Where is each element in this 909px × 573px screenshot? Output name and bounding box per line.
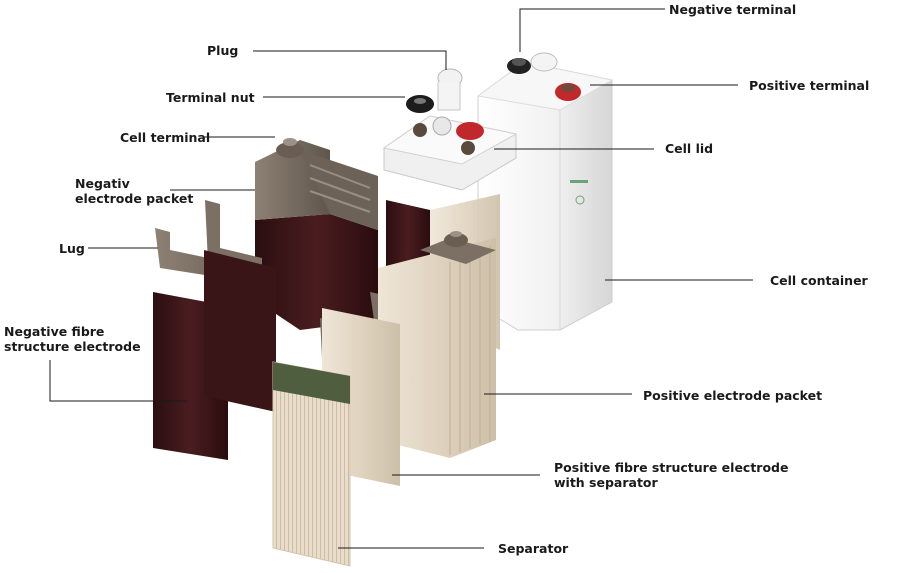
- label-negative-electrode-packet-line2: electrode packet: [75, 191, 194, 206]
- leader-lines: [49, 8, 753, 549]
- label-positive-fibre-structure-electrode: Positive fibre structure electrode with …: [554, 460, 788, 490]
- container-positive-terminal: [555, 83, 581, 101]
- label-terminal-nut: Terminal nut: [166, 90, 255, 105]
- label-negative-fibre-line1: Negative fibre: [4, 324, 105, 339]
- label-negative-electrode-packet: Negativ electrode packet: [75, 176, 193, 206]
- label-negative-fibre-structure-electrode: Negative fibre structure electrode: [4, 324, 141, 354]
- label-lug: Lug: [59, 241, 85, 256]
- leader-negative-terminal: [519, 8, 665, 52]
- label-negative-fibre-line2: structure electrode: [4, 339, 141, 354]
- label-separator: Separator: [498, 541, 569, 556]
- label-positive-terminal: Positive terminal: [749, 78, 870, 93]
- label-negative-electrode-packet-line1: Negativ: [75, 176, 130, 191]
- negative-electrode-packet: [255, 138, 378, 330]
- cell-container: [476, 61, 614, 331]
- container-negative-terminal: [507, 58, 531, 74]
- label-negative-terminal: Negative terminal: [669, 2, 797, 17]
- label-cell-container: Cell container: [770, 273, 868, 288]
- cell-lid: [382, 68, 518, 191]
- label-positive-fibre-line1: Positive fibre structure electrode: [554, 460, 789, 475]
- label-cell-terminal: Cell terminal: [120, 130, 211, 145]
- container-plug: [530, 52, 558, 72]
- positive-electrode-packet: [378, 231, 496, 458]
- leader-plug: [253, 50, 447, 70]
- label-positive-electrode-packet: Positive electrode packet: [643, 388, 823, 403]
- label-positive-fibre-line2: with separator: [554, 475, 658, 490]
- separator-sheet: [272, 361, 351, 567]
- leader-negative-fibre-structure-electrode: [49, 360, 187, 402]
- label-cell-lid: Cell lid: [665, 141, 714, 156]
- negative-fibre-structure-electrode: [153, 250, 276, 460]
- label-plug: Plug: [207, 43, 239, 58]
